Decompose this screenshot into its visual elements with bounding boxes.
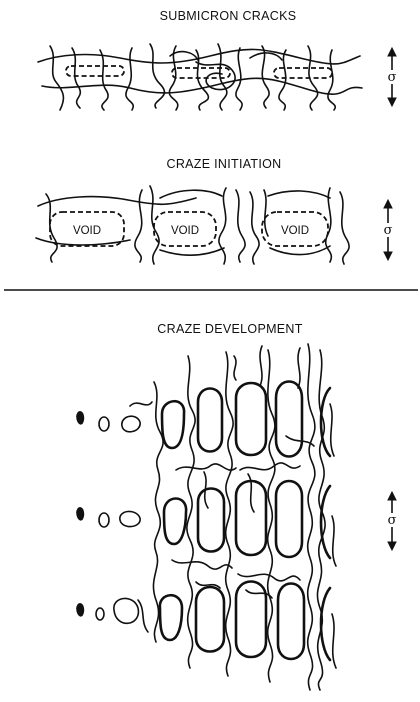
panel-title-craze-initiation: CRAZE INITIATION <box>167 157 282 171</box>
panel-submicron-cracks: SUBMICRON CRACKS <box>37 9 398 111</box>
sigma-symbol-3: σ <box>388 513 397 528</box>
stress-arrow-3: σ <box>386 490 398 552</box>
sigma-symbol-2: σ <box>384 223 393 238</box>
craze-voids <box>76 380 332 662</box>
void-label-1: VOID <box>73 225 101 237</box>
stress-arrow-2: σ <box>382 198 394 262</box>
panel-title-submicron-cracks: SUBMICRON CRACKS <box>160 9 297 23</box>
stress-arrow-1: σ <box>386 46 398 108</box>
panel-craze-development: CRAZE DEVELOPMENT <box>76 322 398 691</box>
submicron-cracks <box>65 65 333 79</box>
polymer-chains-2 <box>35 185 350 265</box>
void-label-3: VOID <box>281 225 309 237</box>
panel-craze-initiation: CRAZE INITIATION VOID VOID VOID <box>35 157 394 265</box>
void-label-2: VOID <box>171 225 199 237</box>
polymer-chains-1 <box>37 43 363 111</box>
sigma-symbol-1: σ <box>388 70 397 85</box>
voids: VOID VOID VOID <box>49 211 329 247</box>
panel-title-craze-development: CRAZE DEVELOPMENT <box>157 322 302 336</box>
